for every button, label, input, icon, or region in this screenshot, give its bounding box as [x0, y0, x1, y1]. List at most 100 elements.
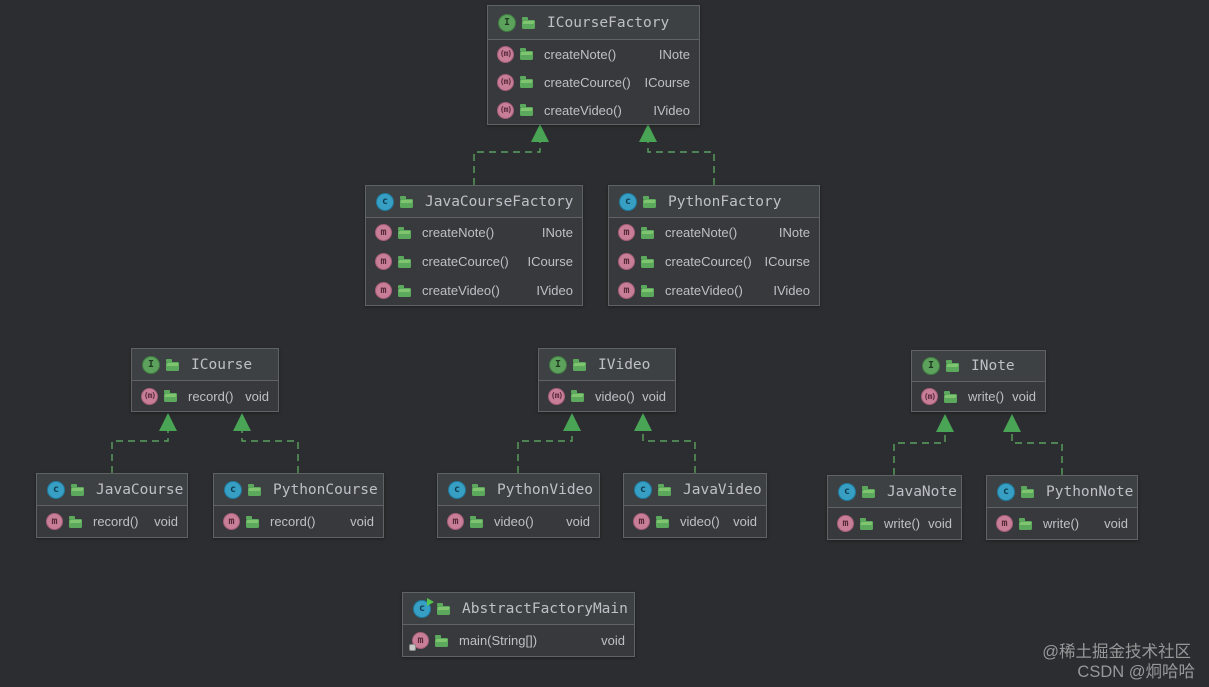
implements-arrowhead-icon: [639, 124, 657, 142]
class-icon: c: [376, 192, 394, 211]
implements-arrowhead-icon: [531, 124, 549, 142]
abstract-method-icon: (m): [497, 45, 514, 63]
public-visibility-icon: [435, 634, 448, 647]
method-name: createCource(): [544, 74, 631, 90]
class-icon: c: [47, 480, 65, 499]
method-return-type: void: [350, 514, 374, 529]
public-visibility-icon: [398, 284, 411, 297]
method-row[interactable]: m createVideo() IVideo: [366, 276, 582, 305]
method-return-type: void: [928, 516, 952, 531]
public-visibility-icon: [862, 485, 875, 498]
class-name: ICourse: [191, 356, 253, 373]
public-visibility-icon: [641, 255, 654, 268]
method-return-type: IVideo: [536, 283, 573, 298]
method-row[interactable]: (m)video()void: [539, 381, 675, 411]
public-visibility-icon: [643, 195, 656, 208]
public-visibility-icon: [573, 358, 586, 371]
method-name: record(): [188, 388, 234, 404]
public-visibility-icon: [944, 390, 957, 403]
public-visibility-icon: [1019, 517, 1032, 530]
class-icon: c: [448, 480, 466, 499]
method-icon: m: [996, 515, 1013, 532]
method-return-type: void: [1104, 516, 1128, 531]
method-icon: m: [618, 282, 635, 299]
method-name: createNote(): [665, 225, 738, 240]
method-name: video(): [680, 514, 720, 529]
method-name: video(): [595, 388, 635, 404]
implements-edge: [1011, 432, 1063, 475]
public-visibility-icon: [472, 483, 485, 496]
public-visibility-icon: [522, 16, 535, 29]
class-name: PythonCourse: [273, 481, 378, 498]
method-return-type: void: [601, 633, 625, 648]
method-name: write(): [1043, 516, 1080, 531]
method-icon: m: [375, 224, 392, 241]
class-box-icourse[interactable]: I ICourse (m)record()void: [131, 348, 279, 412]
public-visibility-icon: [571, 390, 584, 402]
public-visibility-icon: [400, 195, 413, 208]
method-return-type: void: [566, 514, 590, 529]
method-row[interactable]: m write() void: [987, 508, 1137, 539]
method-name: createVideo(): [422, 283, 500, 298]
class-header[interactable]: I ICourse: [132, 349, 278, 381]
public-visibility-icon: [641, 284, 654, 297]
interface-icon: I: [142, 355, 160, 374]
method-icon: m: [375, 282, 392, 299]
method-row[interactable]: (m)record()void: [132, 381, 278, 411]
runnable-class-icon: c: [413, 597, 434, 618]
method-row[interactable]: (m)createNote()INote: [488, 40, 699, 68]
method-name: createVideo(): [665, 283, 743, 298]
abstract-method-icon: (m): [497, 73, 514, 91]
method-icon: m: [837, 515, 854, 532]
method-return-type: ICourse: [764, 254, 810, 269]
method-return-type: ICourse: [527, 254, 573, 269]
public-visibility-icon: [69, 515, 82, 528]
method-row[interactable]: (m)write()void: [912, 382, 1045, 411]
public-visibility-icon: [520, 76, 533, 88]
abstract-method-icon: (m): [548, 387, 565, 405]
class-name: JavaNote: [887, 483, 957, 500]
method-name: record(): [270, 514, 316, 529]
method-row[interactable]: (m)createCource()ICourse: [488, 68, 699, 96]
method-name: createNote(): [544, 46, 617, 62]
method-icon: m: [46, 513, 63, 530]
method-name: video(): [494, 514, 534, 529]
method-row[interactable]: (m)createVideo()IVideo: [488, 96, 699, 124]
implements-arrowhead-icon: [233, 413, 251, 431]
